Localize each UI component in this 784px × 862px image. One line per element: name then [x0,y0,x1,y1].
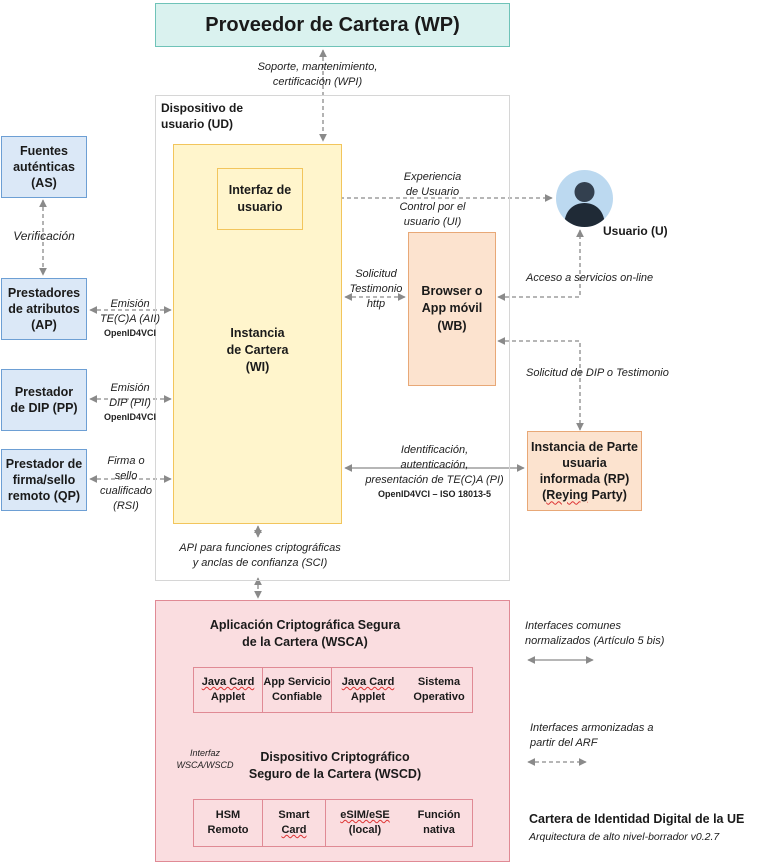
user-device-container [155,95,510,581]
wb-rp-connector [497,337,584,431]
authentic-sources-box: Fuentes auténticas (AS) [1,136,87,198]
legend-common-label: Interfaces comunes normalizados (Artícul… [525,620,665,647]
user-device-label: Dispositivo de usuario (UD) [161,101,244,132]
wallet-provider-title: Proveedor de Cartera (WP) [205,13,460,36]
relying-party-box: Instancia de Parte usuaria informada (RP… [527,431,642,511]
pp-link-label: Emisión DIP (PII) OpenID4VCI [103,382,156,422]
wpi-label: Soporte, mantenimiento, certificación (W… [257,61,378,88]
signature-provider-box: Prestador de firma/sello remoto (QP) [1,449,87,511]
footer-title: Cartera de Identidad Digital de la UE [529,812,745,826]
verification-label: Verificación [13,229,75,243]
wallet-instance-label: Instancia de Cartera (WI) [226,326,289,374]
user-avatar-icon [556,170,613,227]
user-interface-box: Interfaz de usuario [217,168,303,230]
online-services-label: Acceso a servicios on-line [526,272,654,284]
rp-link-label: Identificación, autenticación, presentac… [365,444,504,499]
footer-subtitle: Arquitectura de alto nivel-borrador v0.2… [529,831,720,843]
wscd-title: Dispositivo Criptográfico Seguro de la C… [248,750,422,781]
wsca-title: Aplicación Criptográfica Segura de la Ca… [209,618,401,649]
wscd-cell-esim: eSIM/eSE(local) [340,809,390,836]
sci-label: API para funciones criptográficas y ancl… [179,542,341,569]
browser-box: Browser o App móvil (WB) [408,232,496,386]
wb-user-connector [497,229,584,301]
qp-link-label: Firma o sello cualificado (RSI) [100,455,152,512]
wb-link-label: Solicitud Testimonio http [349,268,403,310]
wsca-wscd-interface-label: Interfaz WSCA/WSCD [176,748,234,771]
ap-link-label: Emisión TE(C)A (AII) OpenID4VCI [99,298,161,338]
legend-harmonized-label: Interfaces armonizadas a partir del ARF [530,722,654,749]
user-label: Usuario (U) [603,224,668,238]
wallet-provider-box: Proveedor de Cartera (WP) [155,3,510,47]
ui-link-label: Experiencia de Usuario Control por el us… [399,171,466,228]
attribute-providers-box: Prestadores de atributos (AP) [1,278,87,340]
dip-request-label: Solicitud de DIP o Testimonio [526,367,669,379]
pid-provider-box: Prestador de DIP (PP) [1,369,87,431]
